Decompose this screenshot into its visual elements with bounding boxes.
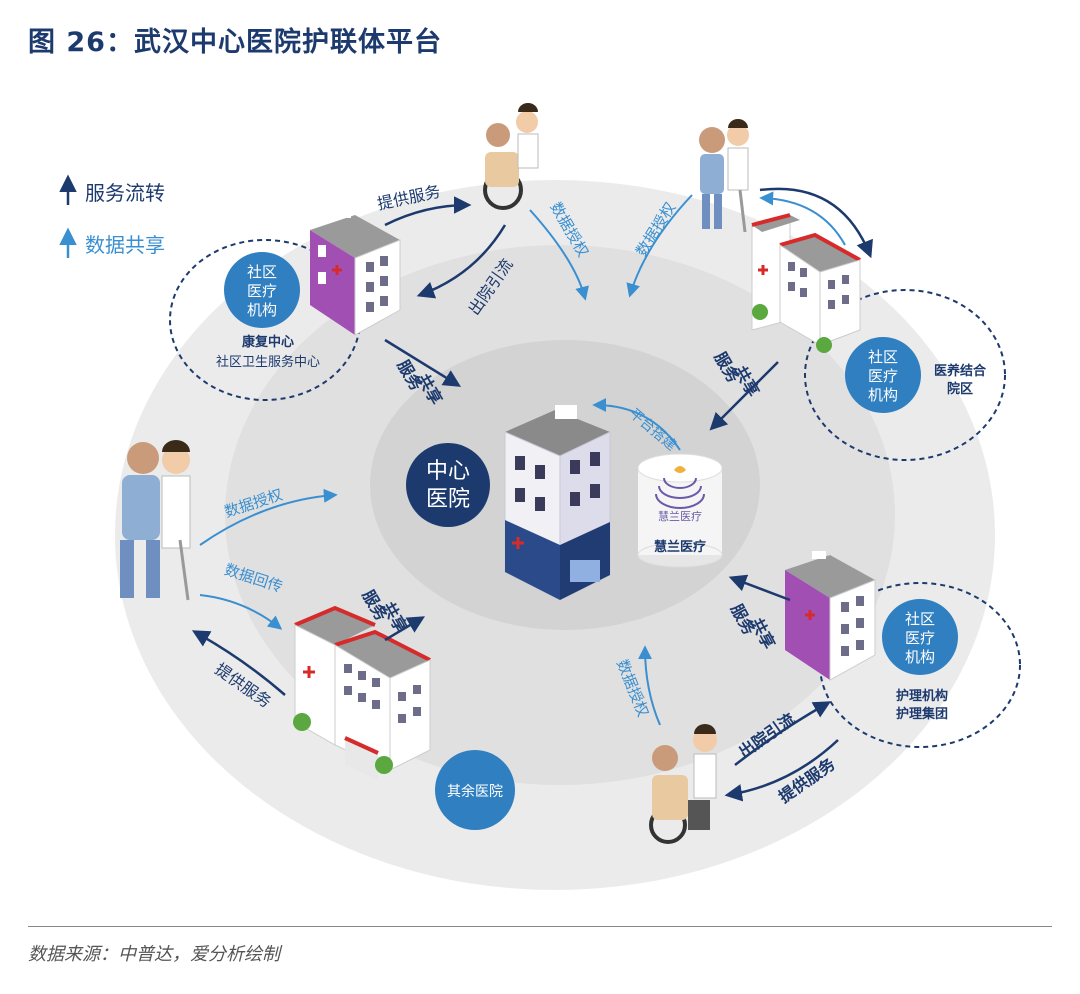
arrow-right-service-in	[759, 191, 846, 246]
arrow-discharge-bottom	[734, 701, 832, 766]
arrow-provide-service-bottom-left	[191, 630, 286, 696]
platform-logo-text: 慧兰医疗	[658, 509, 702, 523]
center-hospital-badge: 中心 医院	[406, 443, 490, 527]
arrow-discharge-top	[416, 224, 507, 299]
right-org-circle: 社区 医疗 机构	[845, 337, 921, 413]
wheelchair-patient-bottom	[649, 724, 717, 844]
bottom-right-org-circle: 社区 医疗 机构	[882, 599, 958, 675]
bottom-right-dashed-circle	[819, 582, 1021, 748]
bottom-right-circle-line2: 医疗	[905, 629, 935, 647]
other-hospital-label: 其余医院	[447, 783, 503, 800]
arrow-service-share-right	[709, 361, 779, 431]
arrow-data-auth-left	[199, 488, 338, 546]
bottom-right-caption-1: 护理机构	[896, 688, 948, 704]
footer-rule	[28, 926, 1052, 927]
arrow-provide-service-bottom	[724, 739, 839, 802]
elderly-standing-top-right	[699, 119, 749, 233]
legend-data-share: 数据共享	[85, 233, 165, 257]
top-left-circle-line1: 社区	[247, 263, 277, 281]
top-left-circle-line2: 医疗	[247, 282, 277, 300]
arrow-right-service-out	[759, 187, 873, 259]
bottom-right-caption-2: 护理集团	[896, 706, 948, 722]
red-building-right	[751, 213, 861, 353]
top-left-caption-2: 社区卫生服务中心	[216, 354, 320, 370]
top-left-caption-1: 康复中心	[242, 334, 294, 350]
top-left-org-circle: 社区 医疗 机构	[224, 252, 300, 328]
arrow-data-auth-bottom	[638, 645, 661, 726]
platform-cylinder: 慧兰医疗 慧兰医疗	[637, 453, 723, 568]
purple-building-bottom-right	[785, 551, 876, 681]
arrow-data-auth-top	[529, 209, 589, 301]
huilan-logo-icon	[655, 466, 705, 509]
bottom-left-other-hospital-circle: 其余医院	[435, 750, 515, 830]
top-left-circle-line3: 机构	[247, 301, 277, 319]
wheelchair-patient-top	[483, 103, 539, 210]
right-caption-2: 院区	[947, 381, 973, 397]
right-circle-line3: 机构	[868, 386, 898, 404]
right-dashed-circle	[804, 289, 1006, 461]
legend: 服务流转 数据共享	[59, 174, 165, 258]
purple-building-top-left	[310, 210, 401, 336]
right-circle-line2: 医疗	[868, 367, 898, 385]
arrow-service-share-bottom-right	[728, 574, 791, 602]
center-hospital-building	[504, 405, 611, 601]
arrow-service-share-top-left	[384, 338, 461, 387]
center-hospital-line2: 医院	[426, 487, 470, 512]
arrow-provide-service-top	[384, 196, 472, 227]
right-caption-1: 医养结合	[934, 363, 987, 379]
arrow-platform-build	[592, 398, 681, 451]
legend-service-flow: 服务流转	[85, 181, 165, 205]
arrow-data-return	[199, 594, 283, 630]
bottom-right-circle-line1: 社区	[905, 610, 935, 628]
arrow-data-auth-top-right	[626, 194, 693, 298]
page-title: 图 26：武汉中心医院护联体平台	[28, 27, 442, 58]
right-circle-line1: 社区	[868, 348, 898, 366]
center-hospital-line1: 中心	[426, 459, 470, 484]
bottom-right-circle-line3: 机构	[905, 648, 935, 666]
red-building-bottom-left	[293, 605, 431, 780]
elderly-with-nurse-left	[120, 440, 191, 601]
source-note: 数据来源：中普达，爱分析绘制	[28, 944, 280, 965]
arrow-service-share-bottom-left	[384, 616, 426, 642]
platform-label: 慧兰医疗	[654, 539, 706, 555]
